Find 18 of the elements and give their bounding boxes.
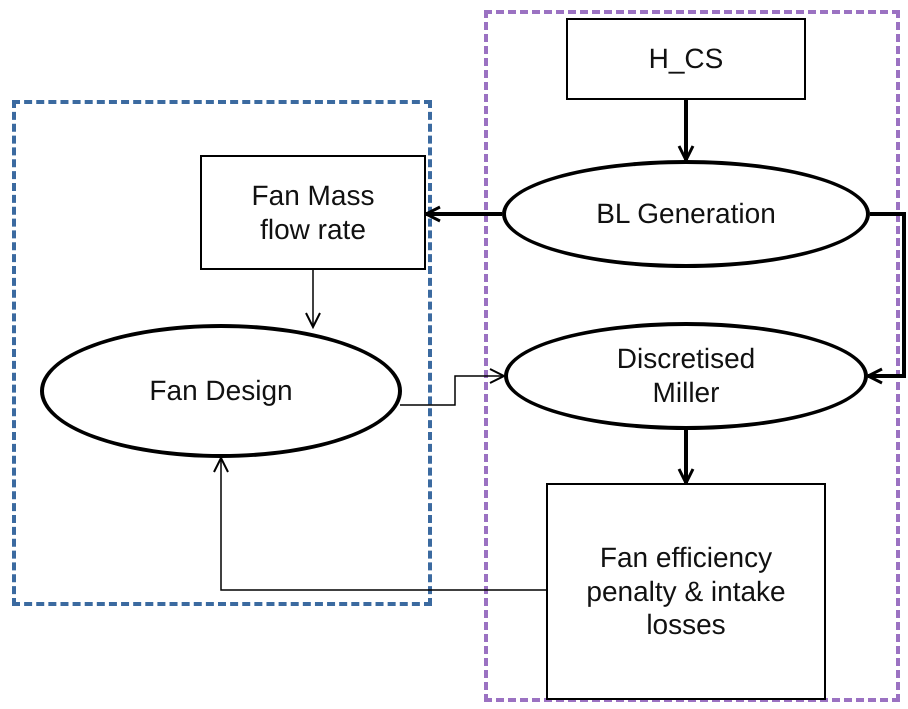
process-box: [546, 483, 826, 700]
arrow: [213, 457, 546, 591]
process-box: [200, 155, 426, 270]
node-label: Discretised Miller: [616, 342, 756, 410]
arrow: [678, 430, 694, 484]
node-label: BL Generation: [595, 197, 777, 231]
node-label: Fan Design: [148, 374, 294, 408]
process-box: [566, 18, 806, 100]
node-label: Fan efficiency penalty & intake losses: [585, 541, 787, 642]
node-label: H_CS: [648, 42, 724, 76]
arrow: [424, 206, 502, 222]
group-frame: [12, 100, 432, 606]
node-label: Fan Mass flow rate: [250, 178, 376, 246]
arrow: [305, 270, 321, 328]
arrow: [866, 212, 906, 384]
arrow: [400, 368, 505, 406]
group-frame: [484, 10, 900, 702]
arrow: [678, 100, 694, 162]
